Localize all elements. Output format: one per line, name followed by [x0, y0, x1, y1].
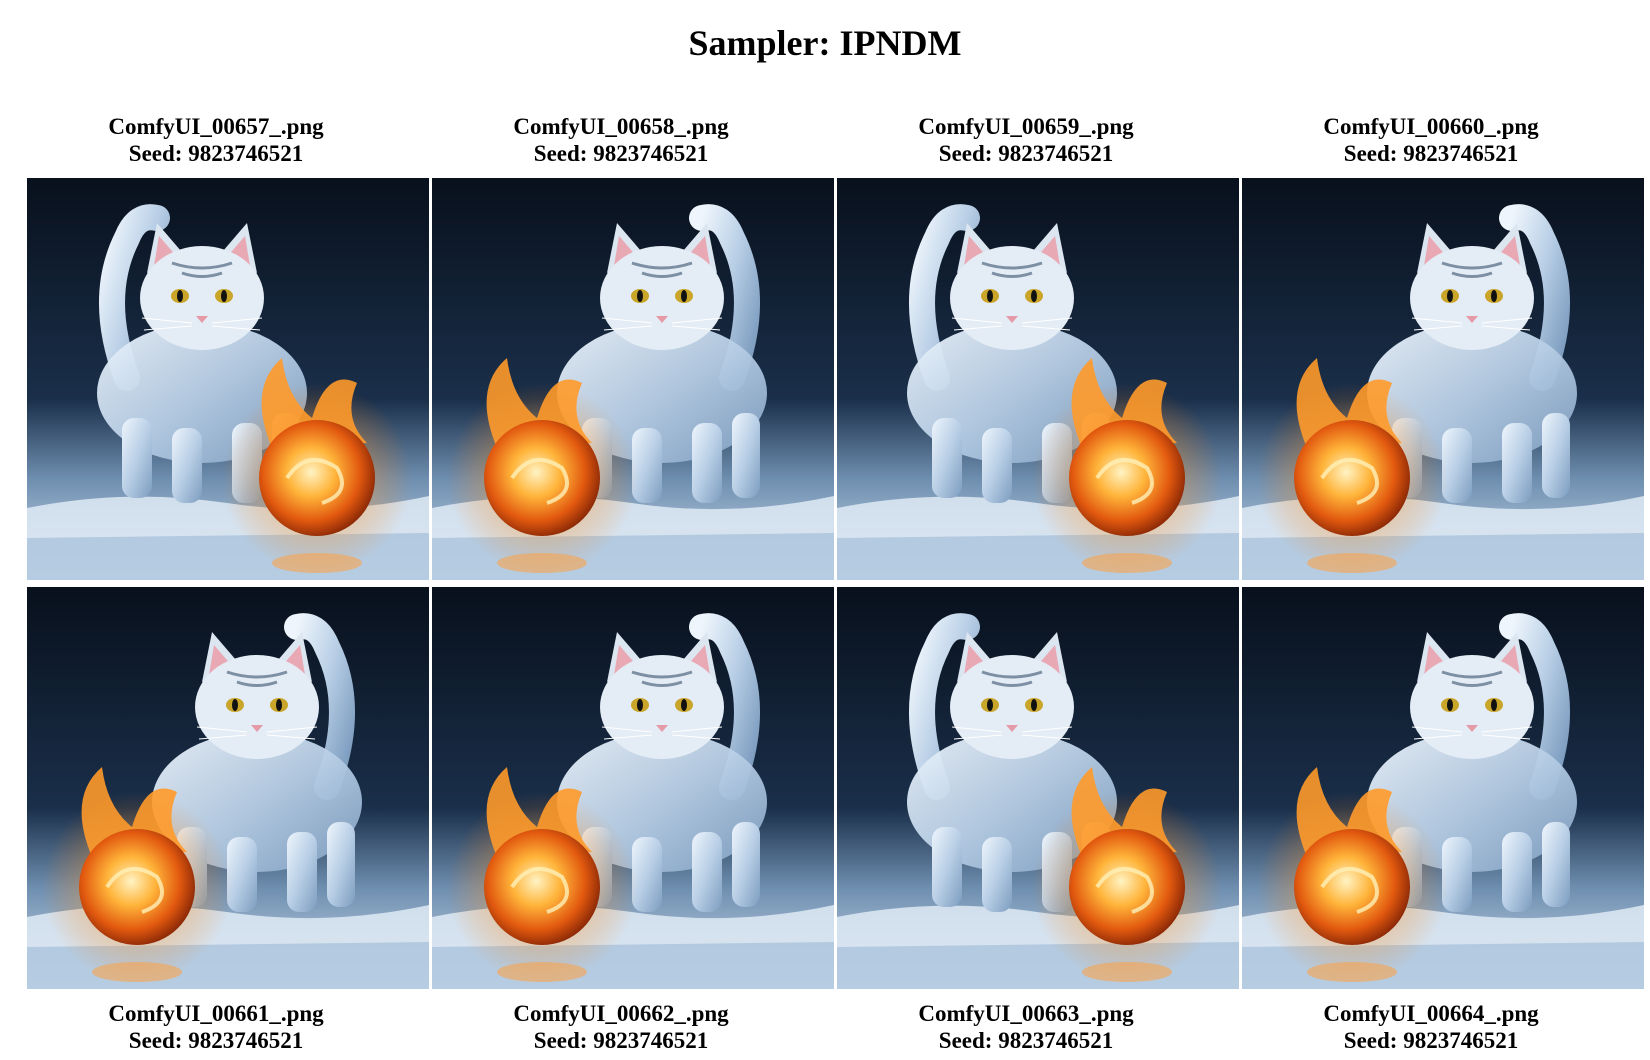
filename-label: ComfyUI_00657_.png	[108, 114, 324, 139]
fireball	[79, 829, 195, 945]
seed-label: Seed: 9823746521	[533, 141, 709, 166]
caption-4: ComfyUI_00660_.png Seed: 9823746521	[1229, 113, 1633, 167]
filename-label: ComfyUI_00664_.png	[1323, 1001, 1539, 1026]
fireball-swirl	[1320, 867, 1379, 914]
fireball-swirl	[1095, 867, 1154, 914]
fireball-reflection	[272, 553, 362, 573]
seed-label: Seed: 9823746521	[1343, 141, 1519, 166]
image-tile-4	[1242, 178, 1644, 580]
filename-label: ComfyUI_00658_.png	[513, 114, 729, 139]
cat-leg	[932, 418, 962, 498]
cat-leg	[122, 418, 152, 498]
cat-leg	[632, 428, 662, 503]
fireball-reflection	[497, 962, 587, 982]
fireball-reflection	[1307, 553, 1397, 573]
fireball	[484, 420, 600, 536]
cat-leg	[692, 423, 722, 503]
cat-head	[1410, 632, 1534, 759]
image-tile-2	[432, 178, 834, 580]
caption-1: ComfyUI_00657_.png Seed: 9823746521	[14, 113, 418, 167]
caption-2: ComfyUI_00658_.png Seed: 9823746521	[419, 113, 823, 167]
caption-3: ComfyUI_00659_.png Seed: 9823746521	[824, 113, 1228, 167]
cat-leg	[1442, 837, 1472, 912]
seed-label: Seed: 9823746521	[128, 1028, 304, 1053]
fireball	[259, 420, 375, 536]
image-tile-5	[27, 587, 429, 989]
cat-head	[140, 223, 264, 350]
cat-leg	[1542, 413, 1570, 498]
cat-leg	[982, 428, 1012, 503]
cat-head	[1410, 223, 1534, 350]
fireball	[1294, 829, 1410, 945]
filename-label: ComfyUI_00661_.png	[108, 1001, 324, 1026]
cat-head	[950, 632, 1074, 759]
cat-tail	[1499, 204, 1570, 391]
image-tile-1	[27, 178, 429, 580]
cat-leg	[932, 827, 962, 907]
filename-label: ComfyUI_00659_.png	[918, 114, 1134, 139]
fireball-reflection	[92, 962, 182, 982]
filename-label: ComfyUI_00662_.png	[513, 1001, 729, 1026]
caption-5: ComfyUI_00661_.png Seed: 9823746521	[14, 1000, 418, 1054]
filename-label: ComfyUI_00660_.png	[1323, 114, 1539, 139]
cat-leg	[1442, 428, 1472, 503]
cat-tail	[1499, 613, 1570, 800]
cat-leg	[1542, 822, 1570, 907]
cat-tail	[284, 613, 355, 800]
fireball-swirl	[1320, 458, 1379, 505]
fireball	[1069, 420, 1185, 536]
cat-head	[195, 632, 319, 759]
cat-leg	[1502, 423, 1532, 503]
cat-leg	[327, 822, 355, 907]
image-tile-3	[837, 178, 1239, 580]
fireball-reflection	[1307, 962, 1397, 982]
image-tile-8	[1242, 587, 1644, 989]
cat-tail	[909, 613, 980, 800]
fireball-reflection	[1082, 962, 1172, 982]
image-tile-7	[837, 587, 1239, 989]
fireball	[484, 829, 600, 945]
cat-tail	[689, 204, 760, 391]
cat-tail	[909, 204, 980, 391]
fireball	[1069, 829, 1185, 945]
cat-head	[600, 632, 724, 759]
cat-leg	[732, 413, 760, 498]
cat-leg	[227, 837, 257, 912]
caption-8: ComfyUI_00664_.png Seed: 9823746521	[1229, 1000, 1633, 1054]
seed-label: Seed: 9823746521	[533, 1028, 709, 1053]
cat-head	[600, 223, 724, 350]
seed-label: Seed: 9823746521	[938, 1028, 1114, 1053]
page-title: Sampler: IPNDM	[688, 23, 962, 63]
cat-leg	[982, 837, 1012, 912]
caption-6: ComfyUI_00662_.png Seed: 9823746521	[419, 1000, 823, 1054]
cat-leg	[287, 832, 317, 912]
fireball	[1294, 420, 1410, 536]
fireball-reflection	[1082, 553, 1172, 573]
caption-7: ComfyUI_00663_.png Seed: 9823746521	[824, 1000, 1228, 1054]
seed-label: Seed: 9823746521	[938, 141, 1114, 166]
cat-tail	[99, 204, 170, 391]
fireball-swirl	[1095, 458, 1154, 505]
seed-label: Seed: 9823746521	[128, 141, 304, 166]
fireball-reflection	[497, 553, 587, 573]
fireball-swirl	[285, 458, 344, 505]
cat-leg	[172, 428, 202, 503]
fireball-swirl	[510, 867, 569, 914]
cat-leg	[692, 832, 722, 912]
cat-tail	[689, 613, 760, 800]
cat-head	[950, 223, 1074, 350]
cat-leg	[732, 822, 760, 907]
cat-leg	[1502, 832, 1532, 912]
image-tile-6	[432, 587, 834, 989]
seed-label: Seed: 9823746521	[1343, 1028, 1519, 1053]
fireball-swirl	[510, 458, 569, 505]
filename-label: ComfyUI_00663_.png	[918, 1001, 1134, 1026]
fireball-swirl	[105, 867, 164, 914]
cat-leg	[632, 837, 662, 912]
